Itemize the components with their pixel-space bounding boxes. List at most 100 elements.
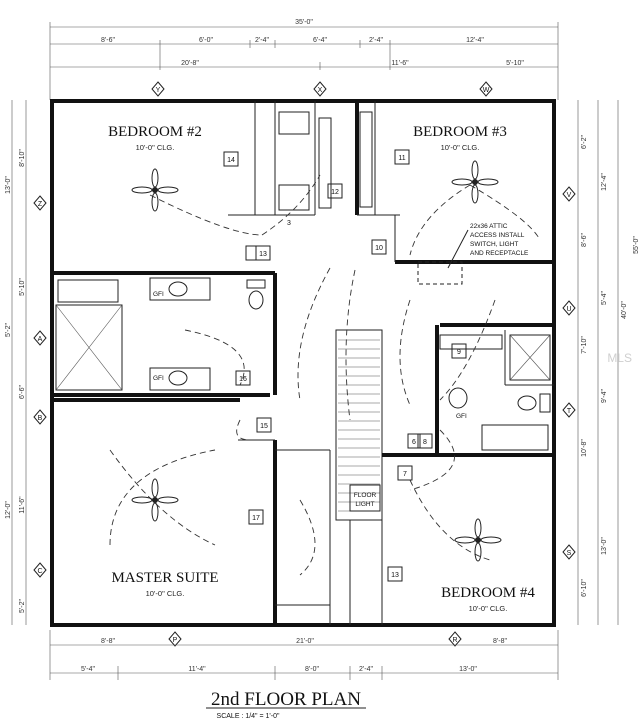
svg-text:6: 6 [412,439,416,446]
grid-tag-r: R [448,631,462,647]
svg-text:5'-4": 5'-4" [601,291,608,305]
circuit-tag-7: 7 [397,465,413,481]
grid-tag-z: Z [33,195,47,211]
dim-top-3: 2'-4" [255,37,269,44]
svg-text:8'-6": 8'-6" [581,233,588,247]
svg-text:8'-8": 8'-8" [101,638,115,645]
top-dimensions: 35'-0" 8'-6" 6'-0" 2'-4" 6'-4" 2'-4" 12'… [49,19,559,100]
gfi-labels: GFI GFI GFI [153,291,467,420]
svg-text:7: 7 [403,471,407,478]
dim-top-5: 2'-4" [369,37,383,44]
svg-text:12: 12 [331,189,339,196]
circuit-tag-17: 17 [248,509,264,525]
grid-tag-u: U [562,300,576,316]
circuit-tag-10: 10 [371,239,387,255]
svg-text:SWITCH, LIGHT: SWITCH, LIGHT [470,241,518,248]
svg-text:16: 16 [239,376,247,383]
room-label-bedroom-2: BEDROOM #2 [108,124,202,140]
ceiling-fan-icon [131,478,179,522]
plan-scale: SCALE : 1/4" = 1'-0" [217,713,280,720]
svg-text:40'-0": 40'-0" [621,301,628,319]
svg-text:5'-2": 5'-2" [5,323,12,337]
svg-text:V: V [567,192,572,199]
plan-title-block: 2nd FLOOR PLAN SCALE : 1/4" = 1'-0" [206,689,366,720]
svg-text:7'-10": 7'-10" [581,336,588,354]
svg-text:T: T [567,408,572,415]
svg-text:12'-0": 12'-0" [5,501,12,519]
circuit-tags: 14 12 11 10 9 8 7 6 13 13 13 15 16 17 3 [223,149,467,582]
svg-text:8'-0": 8'-0" [305,666,319,673]
dim-top-overall: 35'-0" [295,19,313,26]
room-label-bedroom-3: BEDROOM #3 [413,124,507,140]
svg-text:13: 13 [259,251,267,258]
svg-text:6'-2": 6'-2" [581,135,588,149]
svg-text:13'-0": 13'-0" [5,176,12,194]
svg-text:W: W [483,87,490,94]
ceiling-bedroom-2: 10'-0" CLG. [136,143,175,152]
grid-tag-a: A [33,330,47,346]
exterior-wall [50,99,556,627]
svg-text:ACCESS INSTALL: ACCESS INSTALL [470,232,525,239]
grid-tag-c: C [33,562,47,578]
grid-tag-x: X [313,81,327,97]
dim-top-6: 12'-4" [466,37,484,44]
stair-treads [338,339,380,512]
circuit-tag-3: 3 [287,220,291,227]
ceiling-fan-icon [451,160,499,204]
room-label-bedroom-4: BEDROOM #4 [441,585,535,601]
svg-text:21'-0": 21'-0" [296,638,314,645]
ceiling-bedroom-3: 10'-0" CLG. [441,143,480,152]
svg-text:5'-2": 5'-2" [19,599,26,613]
svg-text:P: P [173,637,178,644]
grid-tags: Y X W Z A B C V U T S P R [33,81,576,647]
svg-text:9: 9 [457,349,461,356]
svg-text:5'-10": 5'-10" [19,278,26,296]
svg-text:13: 13 [391,572,399,579]
wiring [109,174,541,576]
svg-text:13'-0": 13'-0" [601,537,608,555]
grid-tag-v: V [562,186,576,202]
svg-text:AND RECEPTACLE: AND RECEPTACLE [470,250,529,257]
attic-access-note: 22x36 ATTIC ACCESS INSTALL SWITCH, LIGHT… [447,223,529,269]
svg-text:3: 3 [287,220,291,227]
grid-tag-b: B [33,409,47,425]
room-label-master-suite: MASTER SUITE [111,570,218,586]
svg-text:55'-0": 55'-0" [633,236,640,254]
svg-text:22x36 ATTIC: 22x36 ATTIC [470,223,508,230]
circuit-tag-15: 15 [256,417,272,433]
ceiling-fans [131,160,502,562]
dim-top-8: 11'-6" [391,60,409,67]
svg-text:9'-4": 9'-4" [601,389,608,403]
svg-text:LIGHT: LIGHT [355,501,374,508]
svg-text:GFI: GFI [456,413,467,420]
circuit-tag-16: 16 [235,370,251,386]
svg-text:Y: Y [156,87,161,94]
svg-text:8'-8": 8'-8" [493,638,507,645]
left-dimensions: 13'-0" 8'-10" 5'-10" 5'-2" 6'-6" 12'-0" … [5,100,27,625]
svg-text:8'-10": 8'-10" [19,149,26,167]
grid-tag-t: T [562,402,576,418]
svg-text:U: U [566,306,571,313]
svg-text:10: 10 [375,245,383,252]
fixtures [55,111,551,451]
svg-text:14: 14 [227,157,235,164]
circuit-tag-12: 12 [327,183,343,199]
svg-text:10'-8": 10'-8" [581,439,588,457]
floor-light-note: FLOOR LIGHT [349,484,381,512]
svg-text:8: 8 [423,439,427,446]
svg-text:11'-6": 11'-6" [19,496,26,514]
circuit-tag-14: 14 [223,151,239,167]
svg-text:GFI: GFI [153,375,164,382]
svg-text:S: S [567,550,572,557]
svg-text:17: 17 [252,515,260,522]
interior-walls [52,101,554,625]
svg-text:2'-4": 2'-4" [359,666,373,673]
ceiling-master-suite: 10'-0" CLG. [146,589,185,598]
svg-text:12'-4": 12'-4" [601,173,608,191]
dim-top-9: 5'-10" [506,60,524,67]
svg-text:6'-10": 6'-10" [581,579,588,597]
circuit-tag-6: 6 [407,433,421,449]
circuit-tag-13b: 13 [387,566,403,582]
svg-text:Z: Z [38,201,43,208]
svg-text:15: 15 [260,423,268,430]
